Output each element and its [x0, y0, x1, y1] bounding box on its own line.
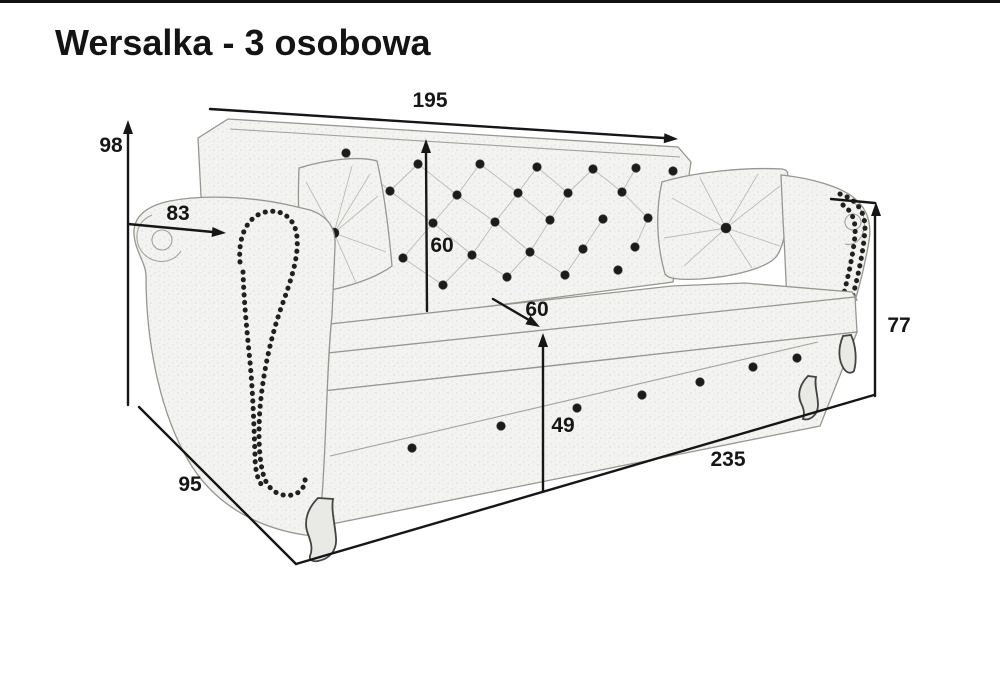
dim-label-seat-height: 49	[551, 414, 574, 437]
dim-seat-height: 49	[538, 333, 575, 493]
dimension-callouts: 195 98 83 60 60	[99, 89, 911, 566]
base-box	[311, 331, 858, 529]
dim-side-depth: 95	[137, 405, 298, 566]
backrest-tufting-buttons	[341, 148, 678, 290]
right-pillow-button	[720, 222, 732, 234]
dim-total-length: 235	[294, 393, 876, 566]
dim-seat-depth: 60	[491, 297, 549, 327]
dim-label-side-depth: 95	[178, 473, 202, 496]
front-left-leg	[305, 497, 337, 563]
dim-top-width: 195	[208, 89, 678, 144]
right-pillow-creases	[663, 173, 781, 269]
base-seam-line	[329, 341, 819, 457]
dim-label-top-width: 195	[412, 89, 447, 112]
left-arm	[133, 196, 336, 537]
base-buttons	[407, 353, 802, 453]
left-arm-nailhead-trim-outer	[237, 208, 308, 498]
dim-label-seat-depth: 60	[525, 298, 548, 321]
left-arm-scroll-center	[151, 229, 173, 251]
page-title: Wersalka - 3 osobowa	[55, 22, 431, 63]
dim-arm-height: 77	[829, 197, 911, 398]
right-arm-scroll-center	[844, 213, 862, 231]
top-border-line	[0, 0, 1000, 3]
front-right-leg	[798, 375, 819, 421]
backrest-top-inner-line	[229, 128, 681, 158]
dim-label-arm-depth: 83	[166, 202, 189, 225]
dim-back-height: 98	[99, 120, 133, 407]
dim-label-total-length: 235	[710, 448, 745, 471]
dim-label-back-height: 98	[99, 134, 123, 157]
dim-label-backrest-height: 60	[430, 234, 453, 257]
dim-label-arm-height: 77	[887, 314, 910, 337]
dim-backrest-height: 60	[421, 139, 454, 313]
sofa-legs	[305, 334, 857, 563]
dim-arm-depth: 83	[126, 202, 226, 237]
left-arm-nailhead-trim-inner	[240, 269, 264, 487]
sofa-sketch	[133, 118, 871, 563]
left-arm-body	[133, 196, 336, 537]
rear-right-leg	[838, 334, 857, 374]
right-pillow	[657, 167, 789, 280]
